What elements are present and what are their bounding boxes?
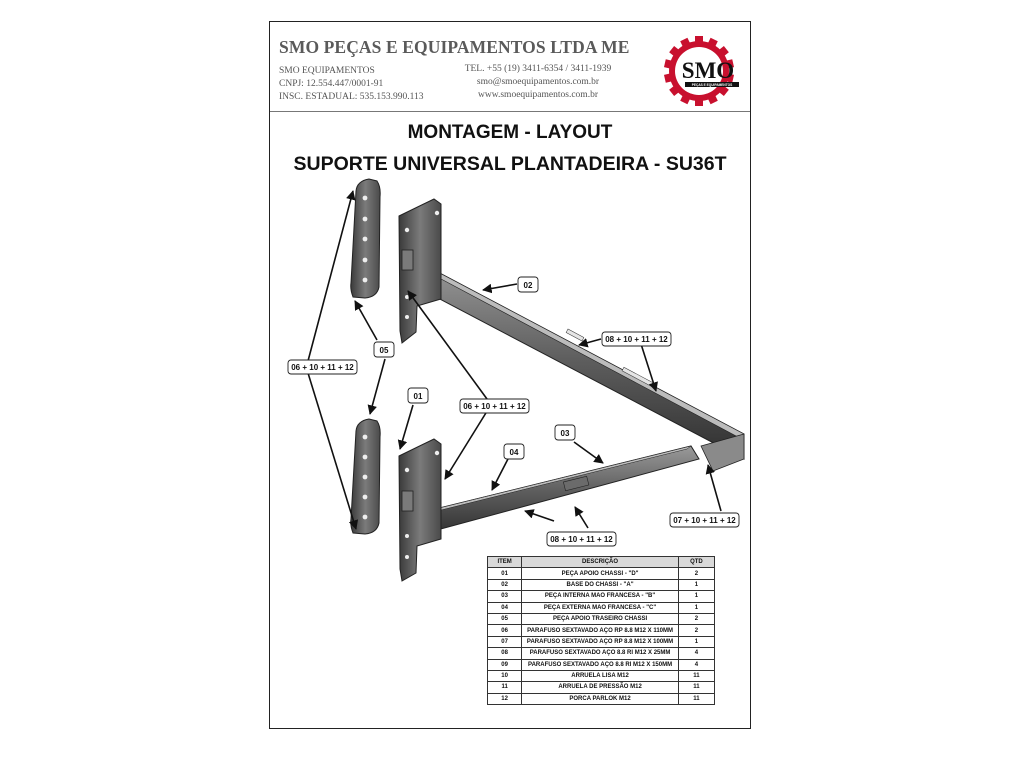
bom-cell-description: PORCA PARLOK M12 xyxy=(521,692,679,706)
bom-cell-qty: 1 xyxy=(677,601,716,614)
bom-cell-description: PEÇA APOIO CHASSI - "D" xyxy=(521,567,679,580)
bom-cell-description: PEÇA INTERNA MAO FRANCESA - "B" xyxy=(521,590,679,603)
callout-bolt-center: 06 + 10 + 11 + 12 xyxy=(463,402,526,411)
email: smo@smoequipamentos.com.br xyxy=(476,77,600,87)
rear-support-plate-top xyxy=(350,178,381,299)
document-subtitle: SUPORTE UNIVERSAL PLANTADEIRA - SU36T xyxy=(293,153,727,175)
diagonal-brace xyxy=(412,445,700,537)
company-contacts: TEL. +55 (19) 3411-6354 / 3411-1939 smo@… xyxy=(453,63,623,102)
bom-cell-qty: 11 xyxy=(677,692,716,706)
bom-cell-qty: 2 xyxy=(677,567,716,580)
document-sheet: SMO PEÇAS E EQUIPAMENTOS LTDA ME SMO EQU… xyxy=(269,21,751,729)
bom-header-item: ITEM xyxy=(486,555,523,569)
bom-cell-item: 01 xyxy=(486,567,523,580)
callout-01: 01 xyxy=(414,392,423,401)
bom-cell-qty: 2 xyxy=(677,612,716,626)
phone: TEL. +55 (19) 3411-6354 / 3411-1939 xyxy=(464,64,612,74)
trade-name: SMO EQUIPAMENTOS xyxy=(279,66,375,76)
state-registration: INSC. ESTADUAL: 535.153.990.113 xyxy=(279,92,424,102)
bom-header-row: ITEM DESCRIÇÃO QTD xyxy=(486,555,716,569)
smo-logo: SMO PEÇAS E EQUIPAMENTOS xyxy=(663,36,739,106)
bom-cell-qty: 1 xyxy=(677,578,716,592)
bom-cell-description: PEÇA APOIO TRASEIRO CHASSI xyxy=(521,612,679,626)
bom-cell-description: PARAFUSO SEXTAVADO AÇO RP 8.8 M12 X 110M… xyxy=(521,624,679,637)
bom-cell-description: ARRUELA DE PRESSÃO M12 xyxy=(521,681,679,694)
bom-cell-qty: 1 xyxy=(677,590,716,603)
bom-cell-description: ARRUELA LISA M12 xyxy=(521,669,679,683)
callout-bolt-top-arm: 08 + 10 + 11 + 12 xyxy=(605,335,668,344)
assembly-drawing: 02 05 01 03 04 06 + 10 + 11 + 12 06 + 10… xyxy=(287,178,745,582)
bom-cell-item: 06 xyxy=(486,624,523,637)
cnpj: CNPJ: 12.554.447/0001-91 xyxy=(279,79,384,89)
callout-bolt-left: 06 + 10 + 11 + 12 xyxy=(291,363,354,372)
bom-cell-description: PARAFUSO SEXTAVADO AÇO 8.8 RI M12 X 25MM xyxy=(521,647,679,660)
callout-bolt-tip: 07 + 10 + 11 + 12 xyxy=(673,516,736,525)
bom-cell-item: 10 xyxy=(486,669,523,683)
bom-header-description: DESCRIÇÃO xyxy=(521,555,679,569)
bom-cell-item: 02 xyxy=(486,578,523,592)
callout-02: 02 xyxy=(524,281,533,290)
leader-lines xyxy=(307,190,722,530)
document-title: MONTAGEM - LAYOUT xyxy=(407,122,613,143)
bom-header-qty: QTD xyxy=(677,555,716,569)
header-divider xyxy=(270,111,750,112)
bom-cell-description: PEÇA EXTERNA MAO FRANCESA - "C" xyxy=(521,601,679,614)
bom-cell-qty: 2 xyxy=(677,624,716,637)
bom-cell-item: 09 xyxy=(486,658,523,671)
bom-cell-description: PARAFUSO SEXTAVADO AÇO 8.8 RI M12 X 150M… xyxy=(521,658,679,671)
chassis-bracket-bottom xyxy=(398,438,442,582)
bom-cell-item: 11 xyxy=(486,681,523,694)
bom-cell-qty: 11 xyxy=(677,681,716,694)
bom-cell-item: 04 xyxy=(486,601,523,614)
logo-subtext: PEÇAS E EQUIPAMENTOS xyxy=(692,83,732,87)
bom-cell-qty: 1 xyxy=(677,635,716,649)
bom-cell-qty: 11 xyxy=(677,669,716,683)
bom-cell-item: 12 xyxy=(486,692,523,706)
rear-support-plate-bottom xyxy=(350,418,381,535)
bom-cell-item: 07 xyxy=(486,635,523,649)
bom-cell-qty: 4 xyxy=(677,647,716,660)
callout-bolt-bottom-arm: 08 + 10 + 11 + 12 xyxy=(550,535,613,544)
website: www.smoequipamentos.com.br xyxy=(478,90,598,100)
bom-cell-item: 03 xyxy=(486,590,523,603)
bom-cell-description: BASE DO CHASSI - "A" xyxy=(521,578,679,592)
bom-cell-description: PARAFUSO SEXTAVADO AÇO RP 8.8 M12 X 100M… xyxy=(521,635,679,649)
bom-cell-item: 05 xyxy=(486,612,523,626)
logo-text: SMO xyxy=(682,58,734,83)
callout-03: 03 xyxy=(561,429,570,438)
company-name: SMO PEÇAS E EQUIPAMENTOS LTDA ME xyxy=(279,37,630,57)
chassis-base-arm xyxy=(410,259,745,472)
callout-04: 04 xyxy=(510,448,519,457)
bom-cell-qty: 4 xyxy=(677,658,716,671)
company-registration: SMO EQUIPAMENTOS CNPJ: 12.554.447/0001-9… xyxy=(279,65,424,104)
bom-cell-item: 08 xyxy=(486,647,523,660)
callout-05: 05 xyxy=(380,346,389,355)
chassis-bracket-top xyxy=(398,198,442,344)
